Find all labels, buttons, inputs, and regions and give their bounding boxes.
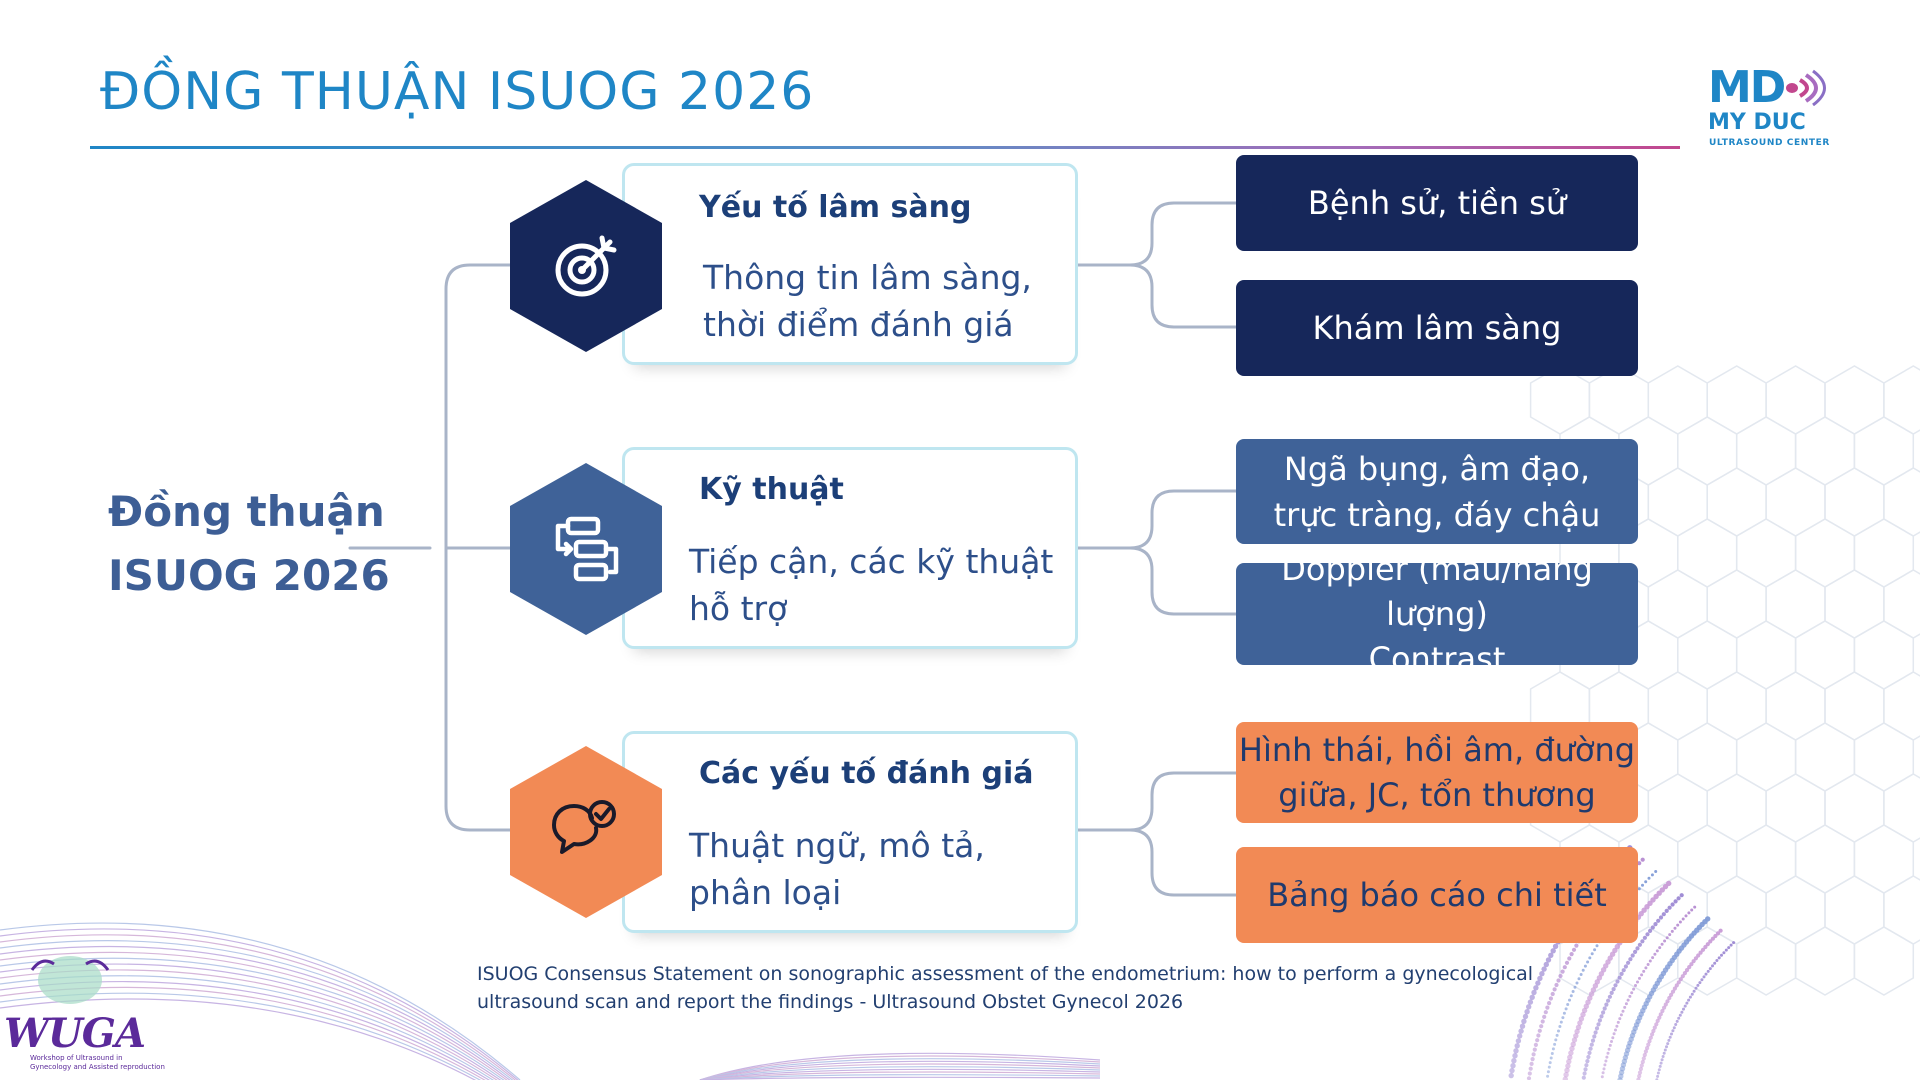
card-body: Tiếp cận, các kỹ thuật hỗ trợ bbox=[689, 538, 1053, 632]
citation-line: ISUOG Consensus Statement on sonographic… bbox=[477, 963, 1534, 985]
flowchart-icon bbox=[555, 516, 619, 582]
leaf-history: Bệnh sử, tiền sử bbox=[1236, 155, 1638, 251]
leaf-text: lượng) bbox=[1386, 594, 1488, 633]
card-title: Kỹ thuật bbox=[699, 472, 844, 507]
my-duc-logo: MD MY DUC ULTRASOUND CENTER bbox=[1700, 62, 1840, 158]
card-body-line: Thông tin lâm sàng, bbox=[703, 258, 1032, 297]
leaf-text: trực tràng, đáy chậu bbox=[1273, 495, 1601, 534]
leaf-report-table: Bảng báo cáo chi tiết bbox=[1236, 847, 1638, 943]
card-title: Các yếu tố đánh giá bbox=[699, 756, 1034, 791]
root-line-1: Đồng thuận bbox=[108, 487, 385, 536]
target-icon bbox=[555, 235, 617, 297]
wuga-subtitle-line: Workshop of Ultrasound in bbox=[30, 1054, 123, 1062]
leaf-text: giữa, JC, tổn thương bbox=[1278, 775, 1596, 814]
wuga-subtitle-line: Gynecology and Assisted reproduction bbox=[30, 1063, 165, 1071]
card-body-line: Tiếp cận, các kỹ thuật bbox=[689, 542, 1054, 581]
root-line-2: ISUOG 2026 bbox=[108, 551, 390, 600]
card-body-line: thời điểm đánh giá bbox=[703, 305, 1014, 344]
signal-arcs-icon bbox=[1786, 69, 1826, 106]
leaf-clinical-exam: Khám lâm sàng bbox=[1236, 280, 1638, 376]
logo-subtitle: ULTRASOUND CENTER bbox=[1709, 138, 1830, 148]
page-title: ĐỒNG THUẬN ISUOG 2026 bbox=[100, 62, 815, 122]
chat-check-icon bbox=[552, 800, 616, 854]
card-title: Yếu tố lâm sàng bbox=[699, 190, 972, 225]
card-body-line: hỗ trợ bbox=[689, 589, 788, 628]
leaf-text: Ngã bụng, âm đạo, bbox=[1283, 449, 1591, 488]
card-technique: Kỹ thuật Tiếp cận, các kỹ thuật hỗ trợ bbox=[622, 447, 1078, 649]
card-assessment-factors: Các yếu tố đánh giá Thuật ngữ, mô tả, ph… bbox=[622, 731, 1078, 933]
leaf-text: Contrast bbox=[1368, 639, 1506, 666]
wuga-subtitle: Workshop of Ultrasound in Gynecology and… bbox=[30, 1054, 165, 1072]
leaf-text: Bảng báo cáo chi tiết bbox=[1267, 876, 1607, 914]
hexagon-assessment bbox=[510, 746, 662, 918]
leaf-approaches: Ngã bụng, âm đạo, trực tràng, đáy chậu bbox=[1236, 439, 1638, 544]
card-body-line: Thuật ngữ, mô tả, bbox=[689, 826, 985, 865]
card-body: Thuật ngữ, mô tả, phân loại bbox=[689, 822, 985, 916]
leaf-text: Khám lâm sàng bbox=[1312, 309, 1562, 347]
wuga-name: WUGA bbox=[4, 1010, 146, 1057]
citation-line: ultrasound scan and report the findings … bbox=[477, 991, 1184, 1013]
uterus-emblem-icon bbox=[30, 956, 110, 1004]
logo-mark: MD bbox=[1708, 62, 1786, 113]
wuga-logo: WUGA Workshop of Ultrasound in Gynecolog… bbox=[0, 950, 170, 1080]
root-node-label: Đồng thuận ISUOG 2026 bbox=[108, 480, 390, 608]
leaf-text: Hình thái, hồi âm, đường bbox=[1238, 730, 1636, 769]
title-divider bbox=[90, 146, 1680, 149]
card-body-line: phân loại bbox=[689, 873, 842, 912]
leaf-text: Doppler (màu/năng bbox=[1281, 563, 1593, 588]
leaf-text: Bệnh sử, tiền sử bbox=[1307, 184, 1567, 222]
logo-name: MY DUC bbox=[1708, 110, 1806, 135]
card-body: Thông tin lâm sàng, thời điểm đánh giá bbox=[703, 254, 1032, 348]
card-clinical-factors: Yếu tố lâm sàng Thông tin lâm sàng, thời… bbox=[622, 163, 1078, 365]
leaf-morphology: Hình thái, hồi âm, đường giữa, JC, tổn t… bbox=[1236, 722, 1638, 823]
citation: ISUOG Consensus Statement on sonographic… bbox=[477, 960, 1533, 1016]
leaf-doppler: Doppler (màu/năng lượng) Contrast bbox=[1236, 563, 1638, 665]
